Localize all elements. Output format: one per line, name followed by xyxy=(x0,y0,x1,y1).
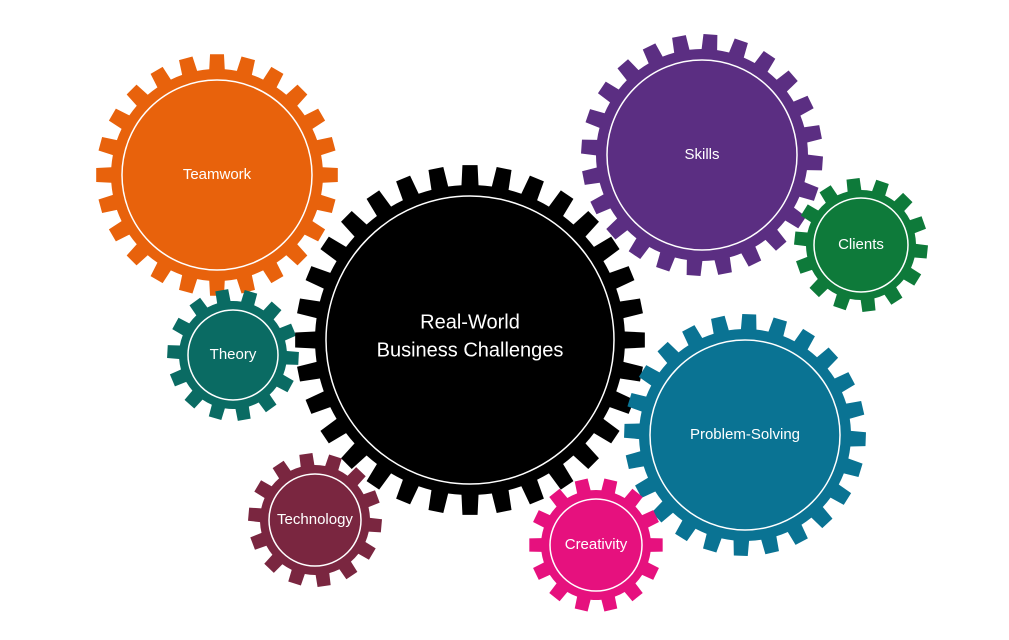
gear-technology: Technology xyxy=(248,453,382,587)
gear-center-ring xyxy=(325,195,615,485)
gear-theory-label: Theory xyxy=(210,346,257,363)
gear-center-shape xyxy=(295,165,645,515)
gear-teamwork-label: Teamwork xyxy=(183,166,252,183)
gear-skills-ring xyxy=(606,59,798,251)
gear-skills-shape xyxy=(581,34,823,276)
gear-clients-label: Clients xyxy=(838,236,884,253)
gear-theory: Theory xyxy=(167,289,299,421)
gear-creativity-label: Creativity xyxy=(565,536,628,553)
gear-skills-label: Skills xyxy=(684,146,719,163)
gear-theory-ring xyxy=(187,309,279,401)
gear-skills: Skills xyxy=(581,34,823,276)
gear-theory-shape xyxy=(167,289,299,421)
gear-problem-solving-shape xyxy=(624,314,866,556)
gear-technology-ring xyxy=(268,473,362,567)
gear-center-label-line1: Real-World xyxy=(420,311,520,333)
gear-clients: Clients xyxy=(794,178,928,312)
gear-clients-ring xyxy=(813,197,909,293)
gear-teamwork-shape xyxy=(96,54,338,296)
gear-creativity-ring xyxy=(549,498,643,592)
gear-teamwork: Teamwork xyxy=(96,54,338,296)
gear-technology-label: Technology xyxy=(277,511,353,528)
gear-creativity: Creativity xyxy=(529,478,663,612)
gear-technology-shape xyxy=(248,453,382,587)
gear-creativity-shape xyxy=(529,478,663,612)
gear-teamwork-ring xyxy=(121,79,313,271)
gear-center-label-line2: Business Challenges xyxy=(377,339,564,361)
gear-problem-solving: Problem-Solving xyxy=(624,314,866,556)
gear-problem-solving-ring xyxy=(649,339,841,531)
gear-center: Real-World Business Challenges xyxy=(295,165,645,515)
gear-problem-solving-label: Problem-Solving xyxy=(690,426,800,443)
